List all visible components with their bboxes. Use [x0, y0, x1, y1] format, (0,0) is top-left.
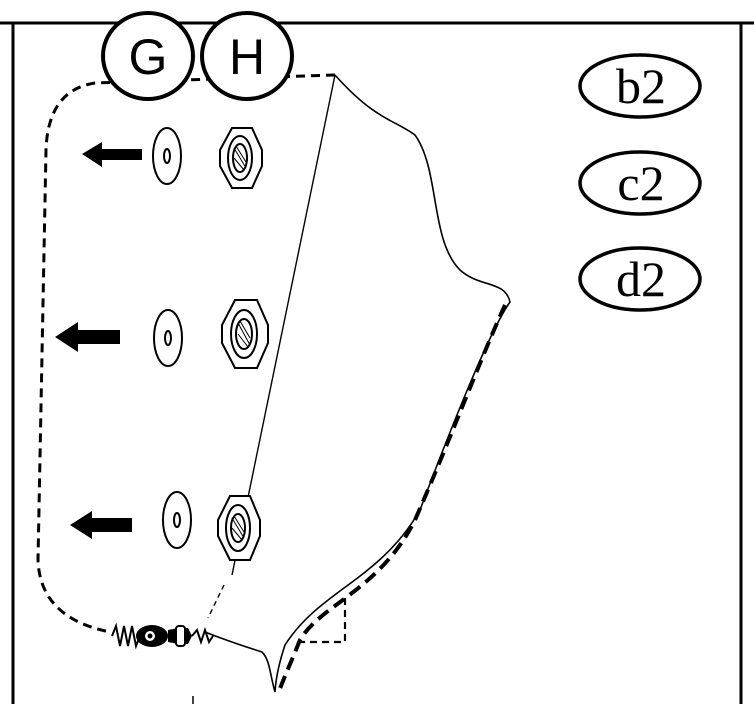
hex-nut-icon: [217, 495, 261, 561]
hex-nut-icon: [221, 299, 269, 369]
nuts: [217, 127, 269, 561]
hex-nut-icon: [219, 127, 263, 189]
cover-dashed-edge: [276, 304, 507, 695]
top-labels: G H: [101, 11, 294, 101]
arrows: [55, 142, 142, 539]
label-circle-h: [200, 11, 294, 101]
guide-line: [231, 74, 336, 576]
guide-line-dashed: [207, 584, 225, 619]
connector-assembly: [111, 622, 214, 650]
label-c2: c2: [617, 155, 664, 211]
label-b2: b2: [616, 58, 666, 114]
arrow-left-icon: [82, 142, 142, 167]
label-circle-g: [101, 11, 195, 101]
washers: [152, 127, 192, 549]
spring-icon: [111, 622, 141, 650]
label-h: H: [229, 29, 265, 85]
panel-dashed-outline: [36, 73, 336, 634]
cover-outline: [204, 74, 511, 693]
label-g: G: [129, 29, 168, 85]
label-d2: d2: [616, 251, 666, 307]
arrow-left-icon: [55, 322, 120, 352]
label-circle-b2: [578, 53, 702, 119]
washer-icon: [153, 309, 183, 367]
label-circle-d2: [578, 246, 702, 312]
washer-icon: [162, 491, 192, 549]
washer-icon: [152, 127, 182, 185]
side-labels: b2 c2 d2: [578, 53, 702, 312]
corner-bracket: [298, 598, 347, 644]
label-circle-c2: [578, 150, 702, 216]
page-frame: [0, 21, 754, 704]
arrow-left-icon: [70, 511, 132, 539]
